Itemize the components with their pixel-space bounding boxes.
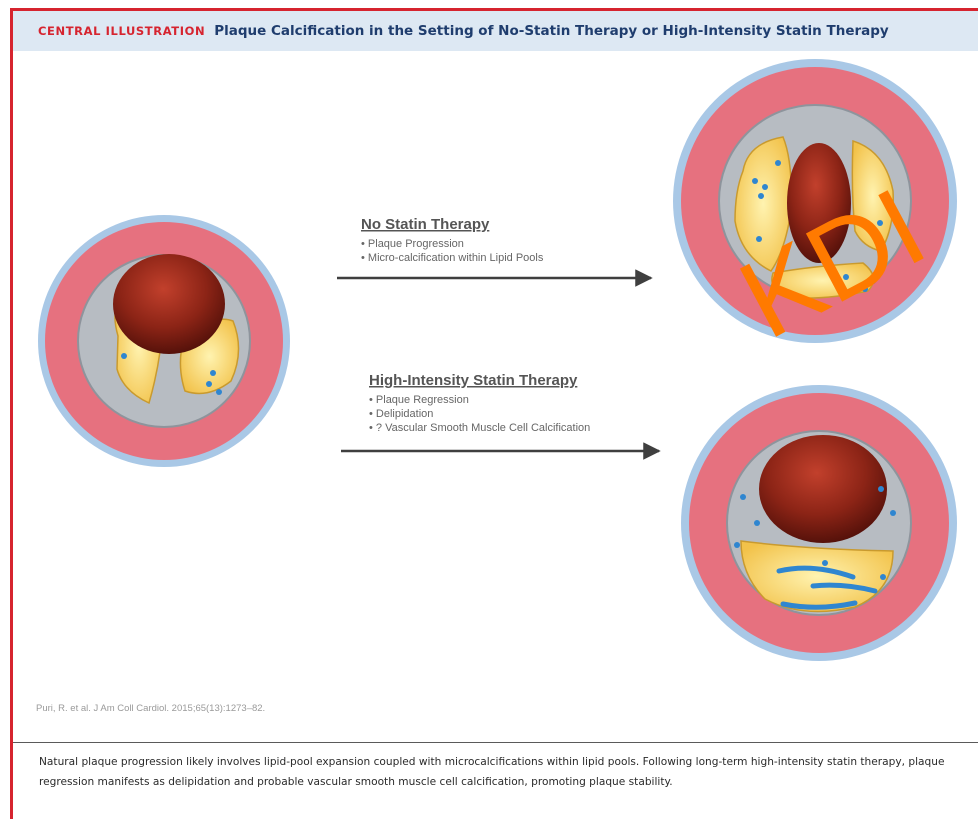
no-statin-bullet: • Plaque Progression — [361, 238, 464, 250]
microcalcification — [758, 193, 764, 199]
high-intensity-bullet: • Delipidation — [369, 408, 433, 420]
no-statin-bullet: • Micro-calcification within Lipid Pools — [361, 252, 544, 264]
high-intensity-heading: High-Intensity Statin Therapy — [369, 372, 578, 389]
microcalcification — [740, 494, 746, 500]
microcalcification — [206, 381, 212, 387]
microcalcification — [878, 486, 884, 492]
microcalcification — [775, 160, 781, 166]
header-title: Plaque Calcification in the Setting of N… — [214, 23, 888, 39]
high-intensity-bullet: • ? Vascular Smooth Muscle Cell Calcific… — [369, 422, 590, 434]
microcalcification — [890, 510, 896, 516]
microcalcification — [216, 389, 222, 395]
plaque-calcification-diagram: No Statin Therapy • Plaque Progression •… — [13, 51, 978, 751]
lumen — [113, 254, 225, 354]
high-intensity-bullet: • Plaque Regression — [369, 394, 469, 406]
microcalcification — [762, 184, 768, 190]
central-illustration-frame: CENTRAL ILLUSTRATION Plaque Calcificatio… — [10, 8, 978, 819]
header-tag: CENTRAL ILLUSTRATION — [38, 24, 205, 38]
no-statin-heading: No Statin Therapy — [361, 216, 490, 233]
microcalcification — [734, 542, 740, 548]
illustration-header: CENTRAL ILLUSTRATION Plaque Calcificatio… — [13, 11, 978, 51]
lumen — [759, 435, 887, 543]
divider — [13, 742, 978, 743]
microcalcification — [210, 370, 216, 376]
microcalcification — [121, 353, 127, 359]
artery-high-intensity-statin — [681, 385, 957, 661]
artery-baseline — [38, 215, 290, 467]
microcalcification — [754, 520, 760, 526]
microcalcification — [880, 574, 886, 580]
microcalcification — [752, 178, 758, 184]
citation: Puri, R. et al. J Am Coll Cardiol. 2015;… — [36, 703, 265, 714]
caption: Natural plaque progression likely involv… — [39, 753, 959, 792]
microcalcification — [822, 560, 828, 566]
